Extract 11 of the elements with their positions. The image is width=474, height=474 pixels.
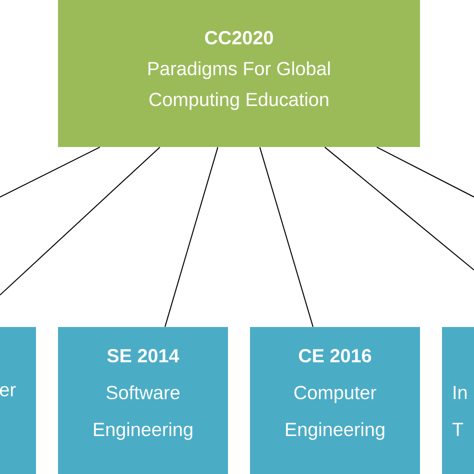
connector-line — [376, 146, 474, 198]
topic-box: CE 2016 Computer Engineering — [250, 327, 420, 474]
connector-line — [164, 146, 218, 328]
topic-box: In T — [442, 327, 474, 474]
topic-box: SE 2014 Software Engineering — [58, 327, 228, 474]
connector-line — [0, 146, 160, 296]
connector-line — [0, 146, 100, 198]
root-box: CC2020 Paradigms For Global Computing Education — [58, 0, 420, 147]
connector-line — [324, 146, 474, 270]
connector-line — [259, 146, 314, 328]
topic-box: er — [0, 327, 36, 474]
